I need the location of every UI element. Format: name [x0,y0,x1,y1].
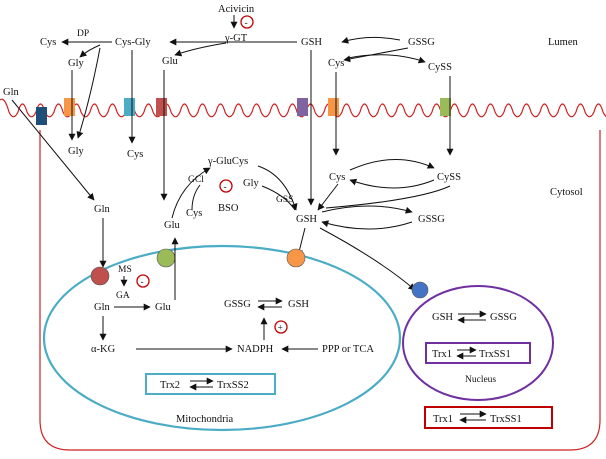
trxss2-label: TrxSS2 [217,380,249,391]
gsh-mito: GSH [288,299,309,310]
transporter-green [440,98,451,116]
gly-lumen: Gly [68,58,85,69]
trx1-nucleus-label: Trx1 [432,349,452,360]
nucleus-compartment [402,285,554,401]
bso-inhibit-marker [219,179,233,193]
ms-inhibit-marker [136,274,150,288]
cys-cytosol-mid: Cys [186,208,202,219]
gcl-label: GCl [188,175,204,185]
cyss-lumen: CySS [428,62,452,73]
cys-cytosol-left: Cys [127,149,143,160]
trx2-label: Trx2 [160,380,180,391]
gln-mito: Gln [94,302,111,313]
trx1-nucleus-box [425,342,531,364]
mito-transporter-red [90,266,110,286]
glu-cytosol: Glu [164,220,181,231]
trxss1-cytosol-label: TrxSS1 [490,414,522,425]
cell-membrane-outline [39,129,601,451]
cyss-cytosol: CySS [437,172,461,183]
mitochondria-compartment [42,244,402,432]
acivicin-label: Acivicin [218,4,255,15]
gss-label: GSS [276,195,293,205]
bso-label: BSO [218,203,239,214]
nucleus-label: Nucleus [465,375,496,385]
ggt-label: γ-GT [224,33,248,44]
gglucys-label: γ-GluCys [207,156,248,167]
gln-cytosol: Gln [94,204,111,215]
trx2-box [145,373,276,395]
minus-sign: - [141,278,144,288]
mito-transporter-orange [286,248,306,268]
ga-label: GA [116,291,130,301]
cys-lumen-right: Cys [328,58,344,69]
transporter-purple [297,98,308,116]
gly-cytosol-left: Gly [68,146,85,157]
minus-sign: - [224,183,227,193]
nadph-label: NADPH [237,344,274,355]
akg-label: α-KG [91,344,116,355]
trx1-cytosol-box [424,406,553,429]
gsh-nucleus: GSH [432,312,453,323]
gly-cytosol-mid: Gly [243,178,260,189]
glu-mito: Glu [155,302,172,313]
trx1-cytosol-label: Trx1 [433,414,453,425]
gssg-nucleus: GSSG [490,312,517,323]
transporter-orange-1 [64,98,75,116]
glu-lumen: Glu [162,56,179,67]
cys-cytosol-right: Cys [329,172,345,183]
gln-lumen: Gln [3,87,20,98]
transporter-cyan [124,98,135,116]
transporter-navy [36,107,47,125]
acivicin-inhibit-marker [240,15,254,29]
trxss1-nucleus-label: TrxSS1 [479,349,511,360]
minus-sign: - [245,19,248,29]
transporter-red [156,98,167,116]
gssg-cytosol: GSSG [418,214,445,225]
gssg-lumen: GSSG [408,37,435,48]
lumen-label: Lumen [548,37,578,48]
cytosol-label: Cytosol [550,187,583,198]
cysgly-lumen: Cys-Gly [115,37,151,48]
transporter-orange-2 [328,98,339,116]
dp-label: DP [77,29,89,39]
gssg-mito: GSSG [224,299,251,310]
gsh-cytosol: GSH [296,214,317,225]
nucleus-transporter-blue [411,281,429,299]
plus-sign: + [278,324,283,334]
gsh-lumen: GSH [301,37,322,48]
ppp-tca-label: PPP or TCA [322,344,374,355]
cys-lumen-left: Cys [40,37,56,48]
mito-transporter-green [156,248,176,268]
mitochondria-label: Mitochondria [176,414,233,425]
ms-label: MS [118,265,132,275]
nadph-activate-marker [274,320,288,334]
